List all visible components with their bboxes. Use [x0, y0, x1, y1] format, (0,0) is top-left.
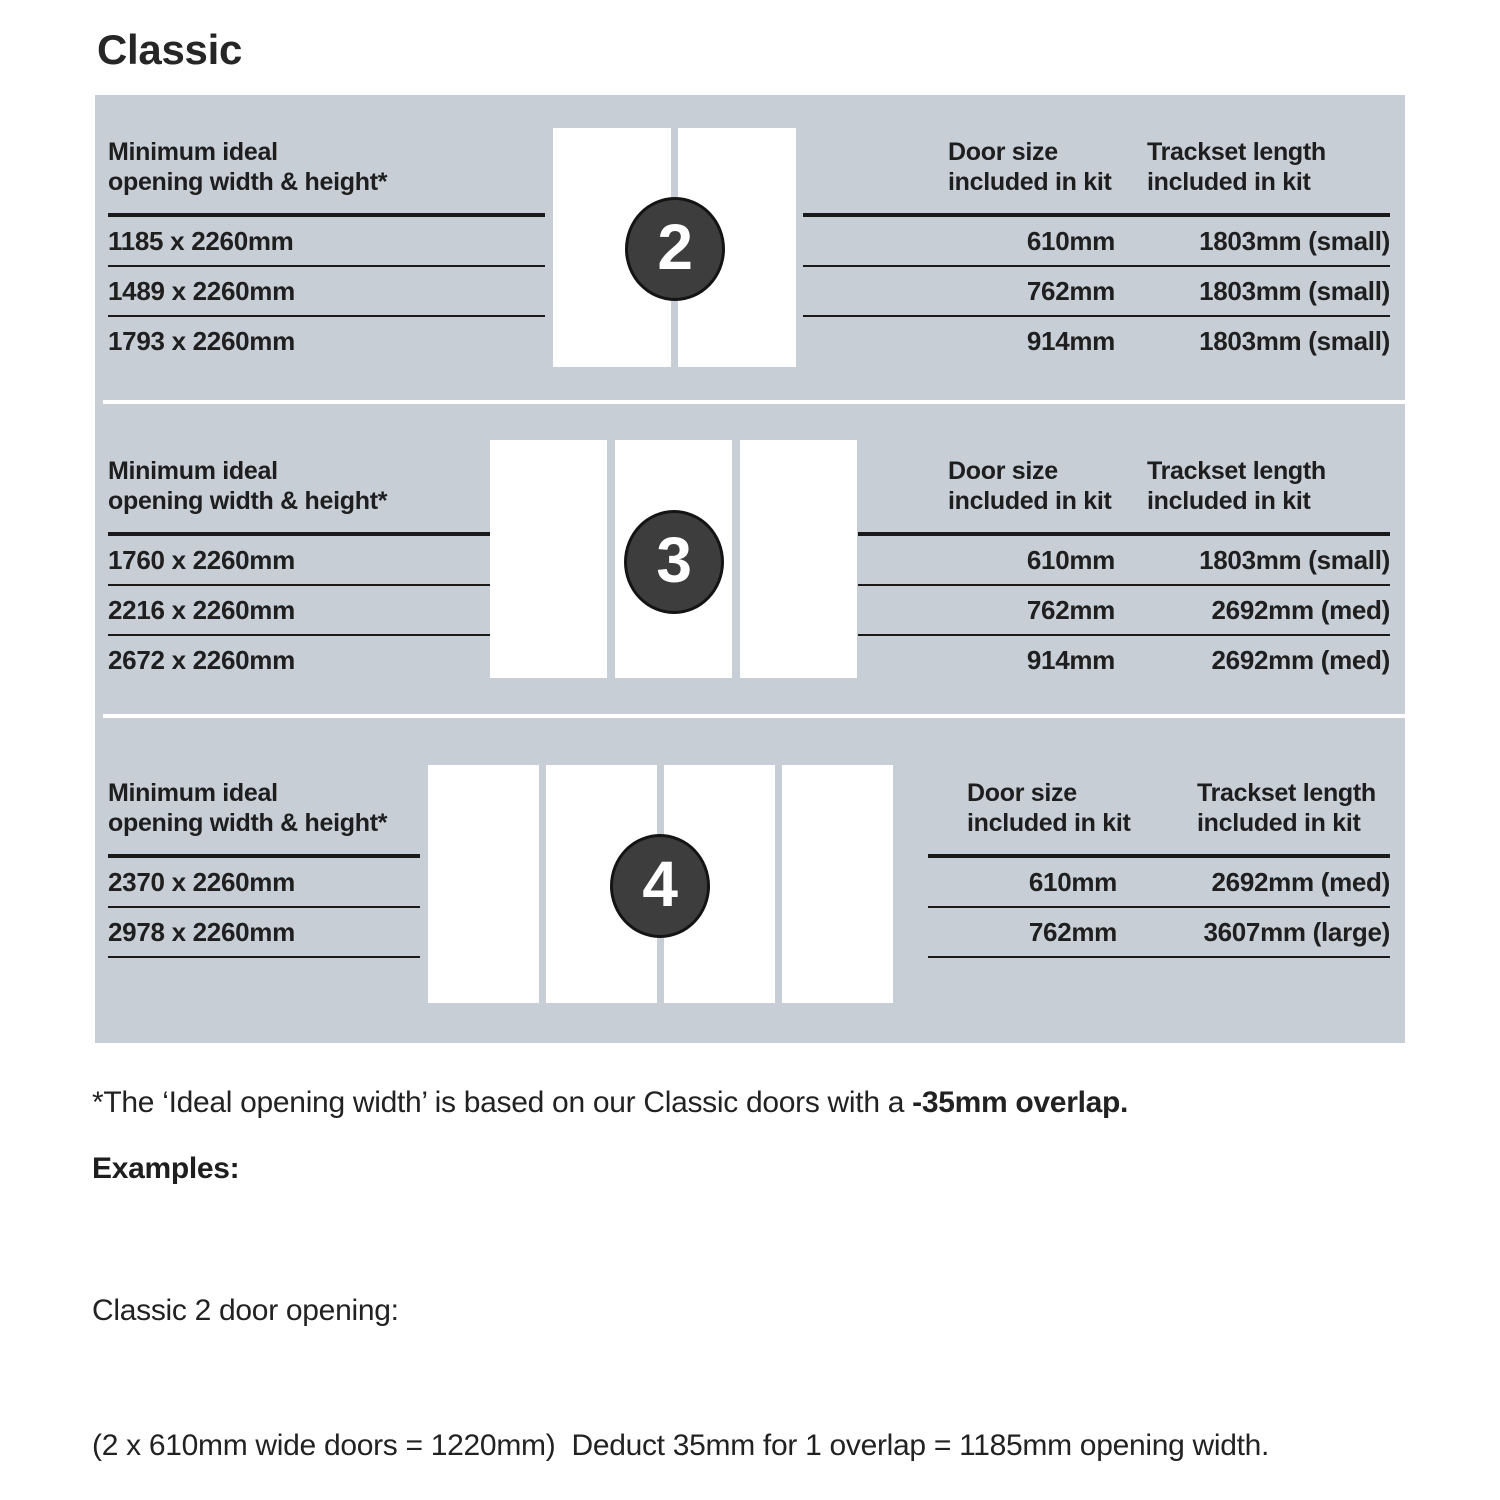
opening-header-line2: opening width & height*: [108, 168, 388, 196]
trackset-value: 2692mm (med): [1211, 595, 1391, 625]
kit-table: Door size included in kit Trackset lengt…: [858, 456, 1390, 684]
opening-column-header: Minimum ideal opening width & height*: [108, 778, 420, 838]
table-row: 610mm 1803mm (small): [803, 217, 1390, 267]
header-rule: [858, 532, 1390, 536]
footnote-text: *The ‘Ideal opening width’ is based on o…: [92, 1086, 913, 1119]
opening-header-line1: Minimum ideal: [108, 138, 278, 166]
door-count-badge: 3: [624, 510, 724, 614]
trackset-header-line2: included in kit: [1147, 487, 1311, 515]
example-line: Classic 2 door opening:: [92, 1294, 399, 1327]
table-row: 2216 x 2260mm: [108, 586, 545, 636]
examples-list: Classic 2 door opening: (2 x 610mm wide …: [92, 1198, 1286, 1500]
door-size-value: 914mm: [1026, 326, 1115, 356]
table-row: 1760 x 2260mm: [108, 536, 545, 586]
header-rule: [108, 532, 545, 536]
door-size-value: 610mm: [1028, 867, 1117, 897]
door-size-header-line2: included in kit: [948, 168, 1112, 196]
panel-divider: [103, 400, 1405, 404]
kit-table-header: Door size included in kit Trackset lengt…: [858, 456, 1390, 516]
opening-header-line1: Minimum ideal: [108, 779, 278, 807]
door-size-header-line2: included in kit: [948, 487, 1112, 515]
trackset-value: 1803mm (small): [1199, 326, 1390, 356]
door-size-header-line2: included in kit: [967, 809, 1131, 837]
trackset-value: 1803mm (small): [1199, 226, 1390, 256]
trackset-header-line2: included in kit: [1197, 809, 1361, 837]
page-title: Classic: [97, 26, 243, 73]
trackset-header-line1: Trackset length: [1147, 138, 1326, 166]
table-row: 762mm 3607mm (large): [928, 908, 1390, 958]
door-size-header-line1: Door size: [948, 138, 1058, 166]
table-row: 914mm 2692mm (med): [858, 636, 1390, 684]
trackset-value: 3607mm (large): [1203, 917, 1390, 947]
door-size-column-header: Door size included in kit: [967, 778, 1131, 838]
table-row: 610mm 2692mm (med): [928, 858, 1390, 908]
door-illustration: [428, 765, 539, 1003]
table-row: 1489 x 2260mm: [108, 267, 545, 317]
overlap-footnote: *The ‘Ideal opening width’ is based on o…: [92, 1086, 1128, 1120]
trackset-column-header: Trackset length included in kit: [1197, 778, 1376, 838]
door-illustration: [740, 440, 857, 678]
kit-table: Door size included in kit Trackset lengt…: [928, 778, 1390, 958]
panel-divider: [103, 714, 1405, 718]
spec-panels: Minimum ideal opening width & height* 11…: [95, 95, 1405, 1043]
door-count-badge: 4: [610, 834, 710, 938]
kit-table-header: Door size included in kit Trackset lengt…: [928, 778, 1390, 838]
trackset-value: 2692mm (med): [1211, 645, 1391, 675]
door-size-header-line1: Door size: [948, 457, 1058, 485]
table-row: 914mm 1803mm (small): [803, 317, 1390, 365]
trackset-column-header: Trackset length included in kit: [1147, 137, 1326, 197]
header-rule: [108, 213, 545, 217]
door-size-value: 762mm: [1028, 917, 1117, 947]
table-row: 2978 x 2260mm: [108, 908, 420, 958]
door-size-header-line1: Door size: [967, 779, 1077, 807]
trackset-header-line1: Trackset length: [1197, 779, 1376, 807]
trackset-value: 2692mm (med): [1211, 867, 1391, 897]
door-illustration: [782, 765, 893, 1003]
opening-size-table: Minimum ideal opening width & height* 17…: [108, 456, 545, 684]
opening-size-table: Minimum ideal opening width & height* 23…: [108, 778, 420, 958]
panel-4-door: Minimum ideal opening width & height* 23…: [95, 718, 1405, 1043]
trackset-column-header: Trackset length included in kit: [1147, 456, 1326, 516]
door-illustration: [490, 440, 607, 678]
door-size-value: 610mm: [1026, 226, 1115, 256]
table-row: 610mm 1803mm (small): [858, 536, 1390, 586]
footnote-bold: -35mm overlap.: [912, 1086, 1129, 1119]
door-count-badge: 2: [625, 197, 725, 301]
opening-column-header: Minimum ideal opening width & height*: [108, 456, 545, 516]
kit-table-header: Door size included in kit Trackset lengt…: [803, 137, 1390, 197]
trackset-header-line1: Trackset length: [1147, 457, 1326, 485]
door-size-value: 610mm: [1026, 545, 1115, 575]
panel-2-door: Minimum ideal opening width & height* 11…: [95, 95, 1405, 400]
opening-column-header: Minimum ideal opening width & height*: [108, 137, 545, 197]
trackset-value: 1803mm (small): [1199, 276, 1390, 306]
table-row: 2370 x 2260mm: [108, 858, 420, 908]
door-size-value: 914mm: [1026, 645, 1115, 675]
door-size-value: 762mm: [1026, 276, 1115, 306]
opening-header-line1: Minimum ideal: [108, 457, 278, 485]
trackset-value: 1803mm (small): [1199, 545, 1390, 575]
opening-header-line2: opening width & height*: [108, 809, 388, 837]
example-line: (2 x 610mm wide doors = 1220mm) Deduct 3…: [92, 1429, 1270, 1462]
table-row: 762mm 1803mm (small): [803, 267, 1390, 317]
door-size-column-header: Door size included in kit: [948, 137, 1112, 197]
opening-header-line2: opening width & height*: [108, 487, 388, 515]
kit-table: Door size included in kit Trackset lengt…: [803, 137, 1390, 365]
header-rule: [928, 854, 1390, 858]
header-rule: [108, 854, 420, 858]
header-rule: [803, 213, 1390, 217]
table-row: 1793 x 2260mm: [108, 326, 295, 356]
door-size-value: 762mm: [1026, 595, 1115, 625]
panel-3-door: Minimum ideal opening width & height* 17…: [95, 404, 1405, 714]
examples-heading: Examples:: [92, 1152, 240, 1185]
opening-size-table: Minimum ideal opening width & height* 11…: [108, 137, 545, 365]
table-row: 1185 x 2260mm: [108, 217, 545, 267]
door-size-column-header: Door size included in kit: [948, 456, 1112, 516]
trackset-header-line2: included in kit: [1147, 168, 1311, 196]
table-row: 762mm 2692mm (med): [858, 586, 1390, 636]
table-row: 2672 x 2260mm: [108, 645, 295, 675]
